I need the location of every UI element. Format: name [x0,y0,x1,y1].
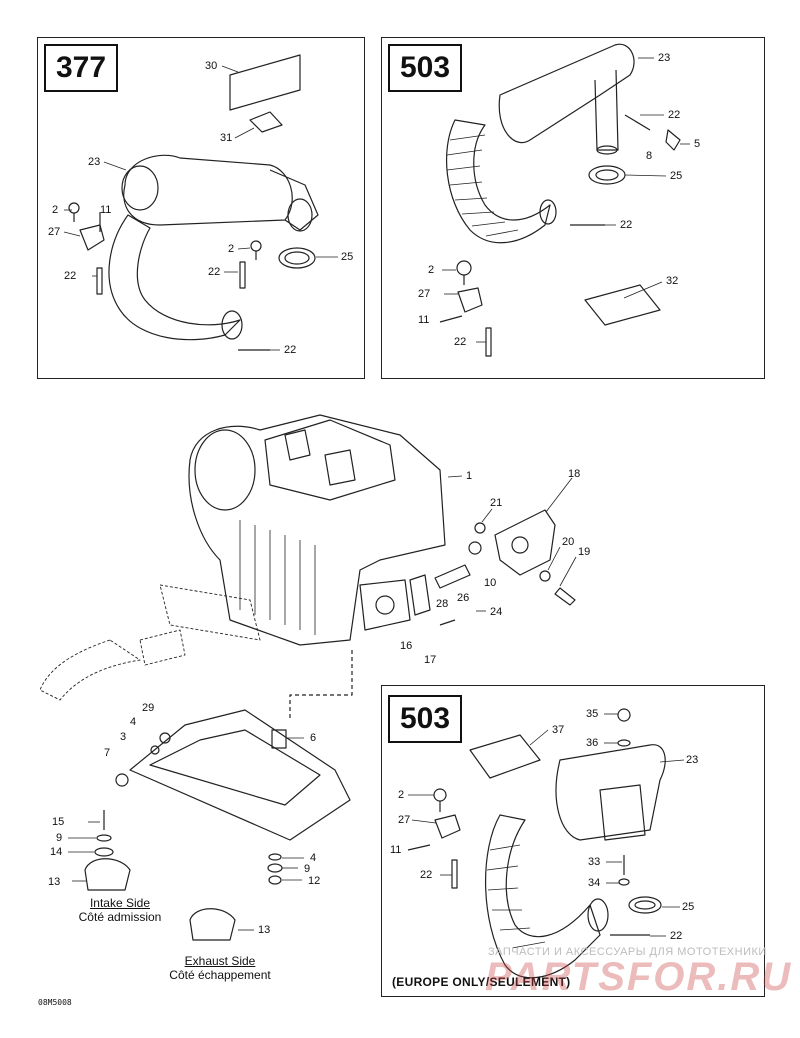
intake-side-caption: Intake Side Côté admission [60,896,180,924]
callout-22: 22 [208,266,221,278]
exhaust-side-label: Exhaust Side [184,954,256,968]
callout-31: 31 [220,132,233,144]
callout-22: 22 [670,930,683,942]
callout-18: 18 [568,468,581,480]
callout-4: 4 [310,852,317,864]
callout-23: 23 [658,52,671,64]
exhaust-side-label-fr: Côté échappement [169,968,271,982]
callout-35: 35 [586,708,599,720]
callout-21: 21 [490,497,503,509]
callout-28: 28 [436,598,449,610]
callout-34: 34 [588,877,601,889]
intake-side-label: Intake Side [89,896,151,910]
callout-13: 13 [48,876,61,888]
callout-13: 13 [258,924,271,936]
callout-2: 2 [52,204,59,216]
model-badge-377: 377 [44,44,118,92]
callout-36: 36 [586,737,599,749]
callout-11: 11 [418,314,430,326]
callout-22: 22 [454,336,467,348]
callout-1: 1 [466,470,473,482]
callout-22: 22 [284,344,297,356]
callout-14: 14 [50,846,63,858]
intake-side-label-fr: Côté admission [78,910,162,924]
watermark-logo: PARTSFOR.RU [485,955,793,999]
callout-11: 11 [100,204,112,216]
callout-8: 8 [646,150,653,162]
callout-2: 2 [428,264,435,276]
callout-6: 6 [310,732,317,744]
callout-29: 29 [142,702,155,714]
callout-22: 22 [620,219,633,231]
callout-25: 25 [682,901,695,913]
callout-9: 9 [56,832,63,844]
callout-7: 7 [104,747,111,759]
callout-15: 15 [52,816,65,828]
callout-9: 9 [304,863,311,875]
model-badge-503-top: 503 [388,44,462,92]
callout-12: 12 [308,875,321,887]
callout-26: 26 [457,592,470,604]
callout-10: 10 [484,577,497,589]
callout-30: 30 [205,60,218,72]
callout-11: 11 [390,844,402,856]
callout-2: 2 [398,789,405,801]
callout-24: 24 [490,606,503,618]
callout-2: 2 [228,243,235,255]
watermark-tagline: ЗАПЧАСТИ И АКСЕССУАРЫ ДЛЯ МОТОТЕХНИКИ [488,946,767,958]
callout-23: 23 [686,754,699,766]
callout-32: 32 [666,275,679,287]
exhaust-side-caption: Exhaust Side Côté échappement [150,954,290,982]
callout-22: 22 [668,109,681,121]
callout-33: 33 [588,856,601,868]
callout-16: 16 [400,640,413,652]
callout-25: 25 [670,170,683,182]
callout-27: 27 [398,814,411,826]
callout-27: 27 [418,288,431,300]
callout-3: 3 [120,731,127,743]
europe-only-note: (EUROPE ONLY/SEULEMENT) [392,975,571,989]
callout-27: 27 [48,226,61,238]
callout-23: 23 [88,156,101,168]
callout-37: 37 [552,724,565,736]
callout-5: 5 [694,138,701,150]
callout-22: 22 [420,869,433,881]
callout-25: 25 [341,251,354,263]
callout-4: 4 [130,716,137,728]
callout-22: 22 [64,270,77,282]
callout-20: 20 [562,536,575,548]
callout-19: 19 [578,546,591,558]
callout-17: 17 [424,654,437,666]
drawing-code: 08M5008 [38,998,72,1007]
model-badge-503-europe: 503 [388,695,462,743]
